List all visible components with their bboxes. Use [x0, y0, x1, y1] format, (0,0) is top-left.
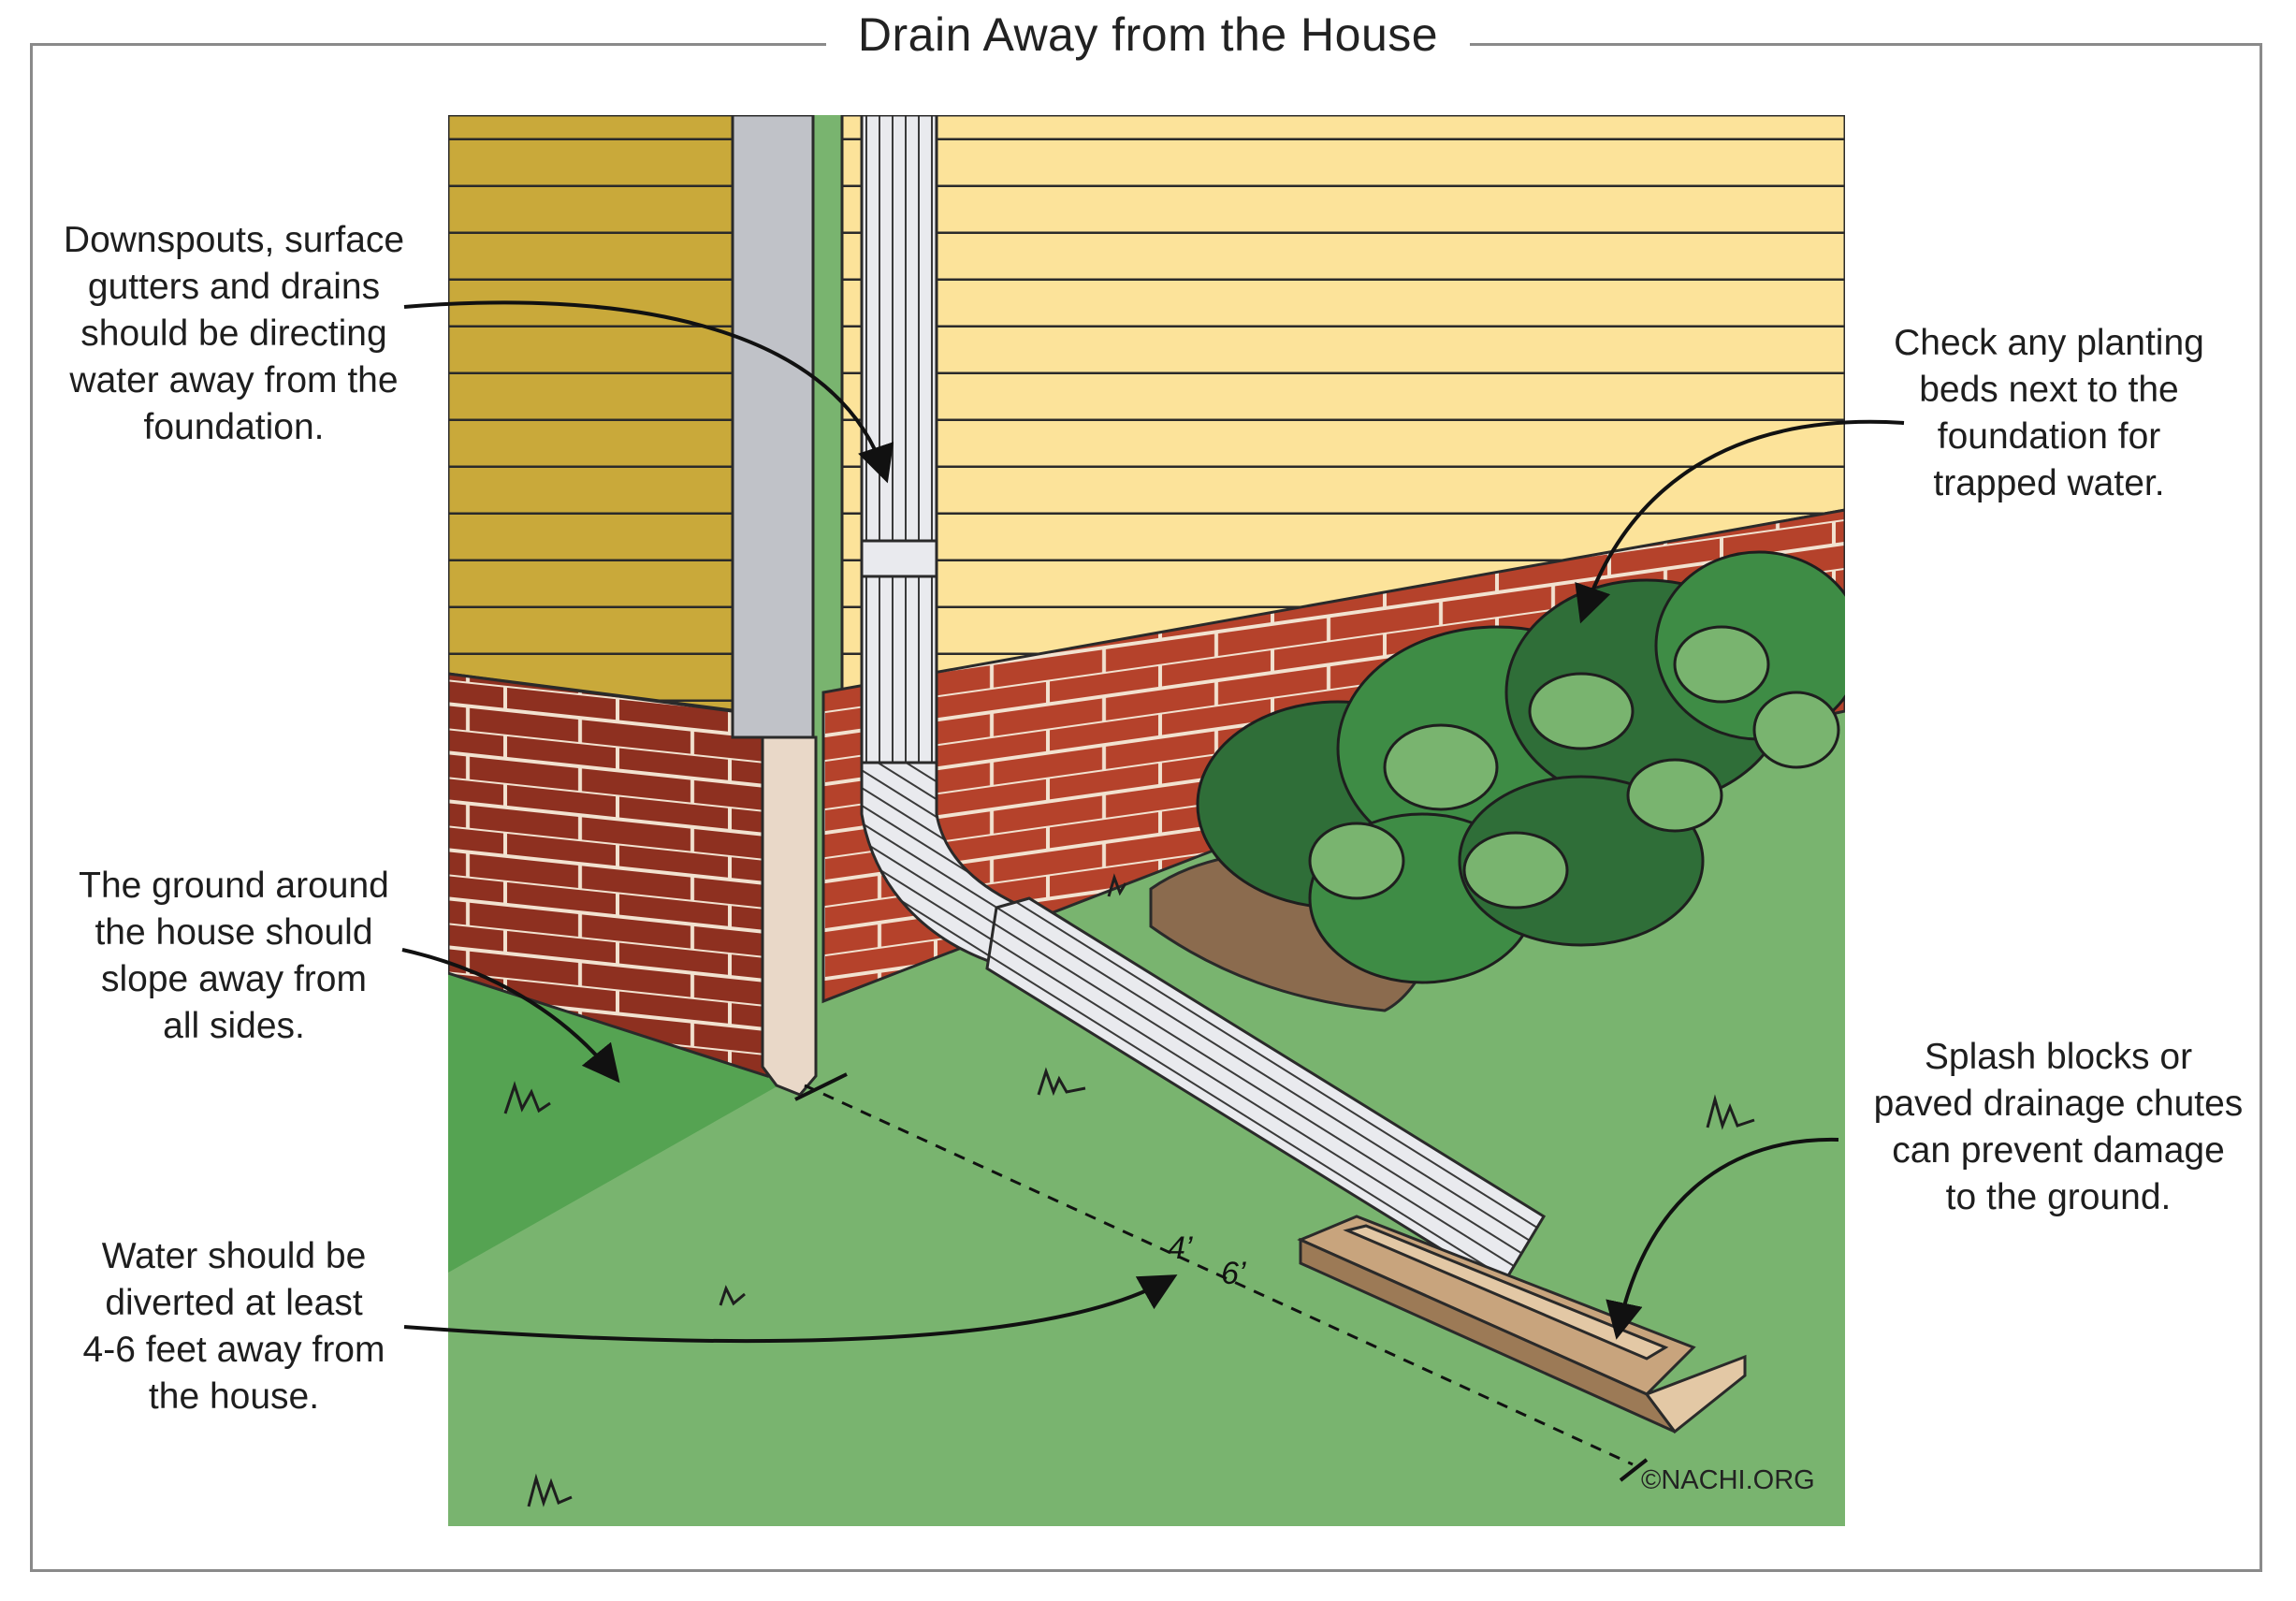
callout-line: the house should [94, 912, 373, 953]
splash-block [1297, 1215, 1747, 1434]
callout-line: paved drainage chutes [1873, 1084, 2244, 1124]
ground-arrow [401, 948, 620, 1084]
distance-label-4ft: 4’ [1168, 1230, 1193, 1266]
callout-line: diverted at least [105, 1283, 363, 1323]
callout-line: should be directing [80, 313, 387, 354]
distance-label-6ft: 6’ [1221, 1256, 1246, 1291]
callout-line: Check any planting [1894, 323, 2204, 363]
side-wall-siding [448, 115, 741, 713]
callout-line: can prevent damage [1892, 1130, 2225, 1171]
splash-arrow [1606, 1137, 1839, 1340]
callout-line: trapped water. [1933, 463, 2165, 503]
downspouts-arrow [403, 300, 894, 484]
callout-line: slope away from [101, 959, 367, 999]
callout-line: gutters and drains [87, 267, 381, 307]
downspout-strap [860, 539, 938, 578]
distance-start-tick [794, 1072, 848, 1101]
callout-line: beds next to the [1919, 370, 2179, 410]
downspouts-callout: Downspouts, surface gutters and drains s… [51, 217, 416, 451]
planting-callout: Check any planting beds next to the foun… [1871, 320, 2227, 507]
downspout-extension [985, 896, 1547, 1289]
copyright-notice: ©NACHI.ORG [1641, 1465, 1815, 1495]
shrubs [1196, 550, 1845, 984]
grass-tufts [503, 873, 1755, 1507]
diverted-callout: Water should be diverted at least 4-6 fe… [51, 1233, 416, 1420]
corner-trim-base [761, 735, 818, 1097]
callout-line: The ground around [79, 866, 389, 906]
callout-line: the house. [148, 1376, 320, 1417]
diverted-arrow [403, 1274, 1178, 1344]
sloped-ground-shade [448, 973, 795, 1273]
callout-line: 4-6 feet away from [82, 1330, 385, 1370]
page-title: Drain Away from the House [0, 7, 2296, 62]
callout-line: foundation. [143, 407, 325, 447]
side-wall-foundation [448, 672, 769, 1079]
callout-line: water away from the [69, 360, 399, 400]
planting-arrow [1575, 419, 1905, 624]
callout-line: foundation for [1937, 416, 2161, 457]
callout-line: Splash blocks or [1924, 1037, 2193, 1077]
corner-trim [731, 115, 815, 739]
distance-line [804, 1084, 1634, 1466]
callout-line: Downspouts, surface [63, 220, 405, 260]
callout-line: Water should be [101, 1236, 367, 1276]
distance-end-tick [1619, 1458, 1649, 1482]
callout-line: all sides. [163, 1006, 305, 1046]
ground-callout: The ground around the house should slope… [51, 863, 416, 1050]
splash-callout: Splash blocks or paved drainage chutes c… [1853, 1034, 2264, 1221]
front-wall-siding [840, 115, 1845, 694]
callout-line: to the ground. [1945, 1177, 2172, 1217]
